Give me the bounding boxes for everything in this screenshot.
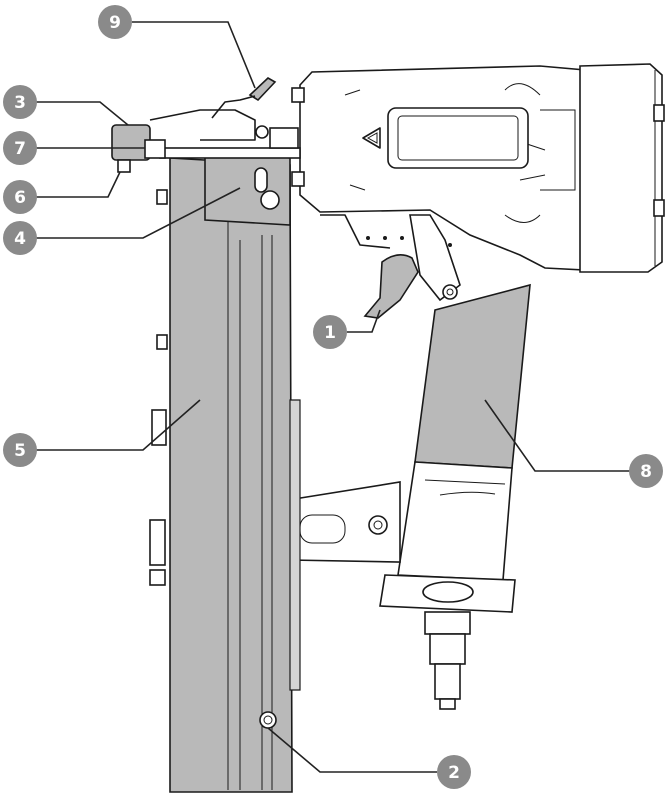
trigger-area — [320, 214, 461, 302]
callout-2: 2 — [437, 755, 471, 789]
handle-grip — [379, 283, 531, 710]
nail-gun-drawing — [111, 63, 665, 793]
callout-5-circle — [3, 433, 37, 467]
leader-5 — [30, 399, 201, 451]
callout-4-label: 4 — [14, 229, 26, 249]
callout-9: 9 — [98, 5, 132, 39]
callout-3-label: 3 — [14, 93, 26, 113]
depth-adjuster — [111, 109, 301, 173]
leader-3 — [30, 101, 129, 126]
callout-6-circle — [3, 180, 37, 214]
callout-6: 6 — [3, 180, 37, 214]
callout-7-label: 7 — [14, 139, 26, 159]
callout-2-circle — [437, 755, 471, 789]
trigger — [363, 254, 419, 319]
callout-9-circle — [98, 5, 132, 39]
callout-2-label: 2 — [448, 763, 460, 783]
callout-6-label: 6 — [14, 188, 26, 208]
lower-bracket — [149, 481, 401, 586]
lock-lever — [248, 77, 277, 102]
callout-1: 1 — [313, 315, 347, 349]
callout-5-label: 5 — [14, 441, 26, 461]
callout-9-label: 9 — [109, 13, 121, 33]
leader-6 — [30, 171, 121, 198]
leader-2 — [267, 727, 437, 773]
nosepiece — [204, 149, 291, 226]
leader-1 — [347, 309, 381, 333]
leader-8 — [484, 399, 632, 472]
callout-1-circle — [313, 315, 347, 349]
callout-1-label: 1 — [324, 323, 336, 343]
callout-3: 3 — [3, 85, 37, 119]
callout-4-circle — [3, 221, 37, 255]
motor-housing — [291, 63, 665, 273]
leader-9 — [132, 21, 256, 89]
leader-4 — [30, 187, 241, 239]
callout-4: 4 — [3, 221, 37, 255]
callout-3-circle — [3, 85, 37, 119]
callout-7: 7 — [3, 131, 37, 165]
callout-8: 8 — [629, 454, 663, 488]
callout-8-label: 8 — [640, 462, 652, 482]
leader-lines — [30, 21, 632, 773]
callout-8-circle — [629, 454, 663, 488]
magazine — [151, 157, 301, 793]
callout-5: 5 — [3, 433, 37, 467]
callout-7-circle — [3, 131, 37, 165]
